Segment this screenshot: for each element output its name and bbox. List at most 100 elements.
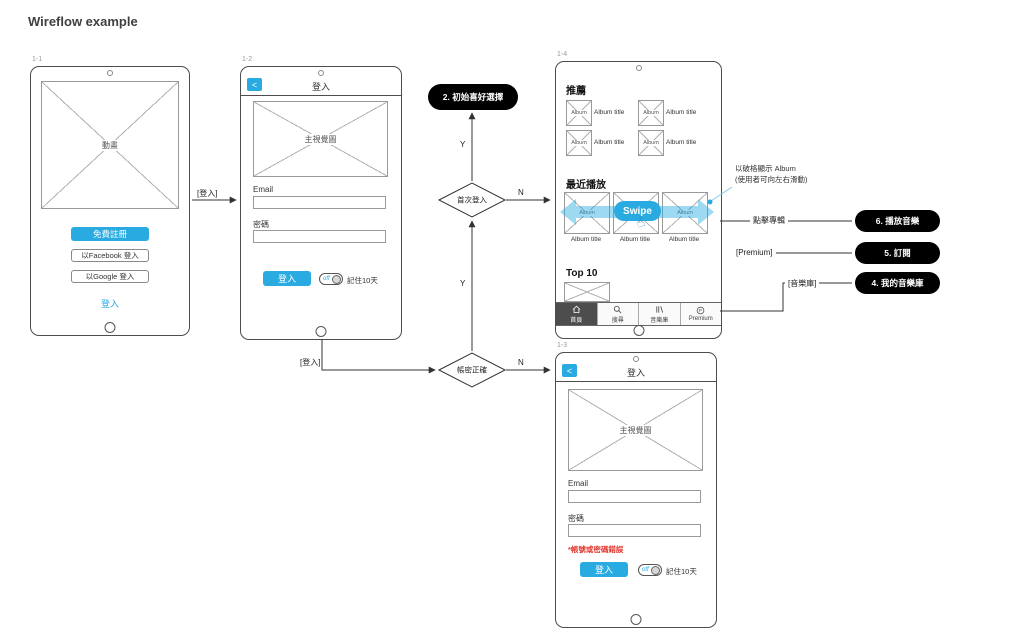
screen-tag-login-error: 1-3 [557, 342, 568, 349]
album-box-label: Album [578, 210, 596, 216]
image-label: 主視覺圖 [617, 424, 654, 436]
annotation-line-2: (使用者可向左右滑動) [735, 175, 808, 184]
album-box-label: Album [642, 110, 660, 116]
tab-label: 首頁 [570, 317, 583, 324]
library-icon [656, 305, 663, 313]
album-title: Album title [619, 236, 651, 243]
toggle-knob [332, 275, 341, 284]
flow-pill-preferences: 2. 初始喜好選擇 [428, 84, 518, 110]
album-cover[interactable]: Album [566, 100, 592, 126]
header-title: 登入 [311, 82, 330, 92]
tab-library[interactable]: 音樂庫 [638, 303, 680, 325]
tab-premium[interactable]: P Premium [679, 303, 722, 325]
album-title: Album title [594, 139, 625, 146]
screen-tag-welcome: 1-1 [32, 56, 43, 63]
screen-home: 推薦 Album Album title Album Album title A… [555, 61, 722, 339]
recommend-heading: 推薦 [566, 86, 586, 97]
login-button[interactable]: 登入 [580, 562, 628, 577]
camera-dot [318, 70, 324, 76]
header-title: 登入 [626, 368, 645, 378]
password-field[interactable] [253, 230, 386, 243]
edge-label-click-album: 點擊專輯 [750, 215, 788, 226]
home-button [104, 322, 116, 333]
flow-pill-my-library: 4. 我的音樂庫 [855, 272, 940, 294]
annotation-line-1: 以破格顯示 Album [735, 164, 796, 173]
edge-label-n2: N [518, 358, 524, 367]
tab-label: 音樂庫 [650, 317, 669, 324]
search-icon [614, 305, 622, 313]
edge-label-y2: Y [460, 279, 466, 288]
image-placeholder: 主視覺圖 [568, 389, 703, 471]
home-icon [572, 305, 581, 313]
album-title: Album title [666, 109, 697, 116]
edge-label-premium: [Premium] [736, 248, 773, 257]
screen-login: < 登入 主視覺圖 Email 密碼 登入 off 記住10天 [240, 66, 402, 340]
top10-heading: Top 10 [566, 268, 598, 279]
login-button[interactable]: 登入 [263, 271, 311, 286]
email-label: Email [253, 185, 274, 194]
premium-icon: P [696, 306, 705, 315]
toggle-knob [651, 566, 660, 575]
album-title: Album title [666, 139, 697, 146]
image-placeholder: 動畫 [41, 81, 179, 209]
album-cover[interactable]: Album [566, 130, 592, 156]
back-button[interactable]: < [562, 364, 577, 377]
album-box-label: Album [642, 140, 660, 146]
camera-dot [635, 65, 642, 71]
tab-search[interactable]: 搜尋 [596, 303, 639, 325]
decision-label-credentials: 帳密正確 [457, 365, 487, 375]
album-title: Album title [570, 236, 602, 243]
tab-bar: 首頁 搜尋 音樂庫 P [556, 302, 721, 326]
screen-tag-home: 1-4 [557, 51, 568, 58]
screen-welcome: 動畫 免費註冊 以Facebook 登入 以Google 登入 登入 [30, 66, 190, 336]
album-title: Album title [594, 109, 625, 116]
image-label: 主視覺圖 [302, 133, 339, 145]
arrow-login-to-credentials [321, 339, 436, 374]
remember-label: 記住10天 [666, 567, 697, 576]
edge-label-login-2: [登入] [300, 358, 321, 367]
recent-album-cover[interactable]: Album [564, 192, 610, 234]
email-field[interactable] [253, 196, 386, 209]
facebook-login-button[interactable]: 以Facebook 登入 [71, 249, 149, 262]
recent-album-cover[interactable]: Album [662, 192, 708, 234]
tab-label: Premium [688, 316, 713, 322]
album-cover[interactable]: Album [638, 130, 664, 156]
email-label: Email [568, 479, 589, 488]
page-title: Wireflow example [28, 14, 138, 29]
toggle-off-label: off [323, 276, 330, 282]
email-field[interactable] [568, 490, 701, 503]
edge-label-login-1: [登入] [197, 189, 218, 198]
tab-home[interactable]: 首頁 [556, 303, 597, 325]
home-button [633, 325, 644, 336]
recent-heading: 最近播放 [566, 180, 606, 191]
album-cover[interactable]: Album [638, 100, 664, 126]
edge-label-n1: N [518, 188, 524, 197]
tab-label: 搜尋 [611, 317, 624, 324]
camera-dot [633, 356, 639, 362]
top10-album-cover[interactable] [564, 282, 610, 302]
home-button [630, 614, 642, 625]
camera-dot [107, 70, 113, 76]
login-link[interactable]: 登入 [100, 299, 119, 309]
screen-login-error: < 登入 主視覺圖 Email 密碼 *帳號或密碼錯誤 登入 off 記住10天 [555, 352, 717, 628]
error-message: *帳號或密碼錯誤 [568, 545, 624, 554]
album-box-label: Album [570, 140, 588, 146]
edge-label-library: [音樂庫] [785, 278, 820, 289]
remember-toggle[interactable]: off [638, 564, 662, 576]
nav-header: < 登入 [241, 76, 401, 96]
svg-text:P: P [699, 308, 702, 313]
back-button[interactable]: < [247, 78, 262, 91]
image-label: 動畫 [100, 139, 120, 151]
password-label: 密碼 [568, 514, 584, 523]
swipe-button[interactable]: Swipe [614, 201, 661, 221]
password-field[interactable] [568, 524, 701, 537]
signup-button[interactable]: 免費註冊 [71, 227, 149, 241]
edge-label-y1: Y [460, 140, 466, 149]
home-button [315, 326, 327, 337]
google-login-button[interactable]: 以Google 登入 [71, 270, 149, 283]
image-placeholder: 主視覺圖 [253, 101, 388, 177]
screen-tag-login: 1-2 [242, 56, 253, 63]
flow-pill-play-music: 6. 播放音樂 [855, 210, 940, 232]
remember-toggle[interactable]: off [319, 273, 343, 285]
flow-pill-subscribe: 5. 訂閱 [855, 242, 940, 264]
